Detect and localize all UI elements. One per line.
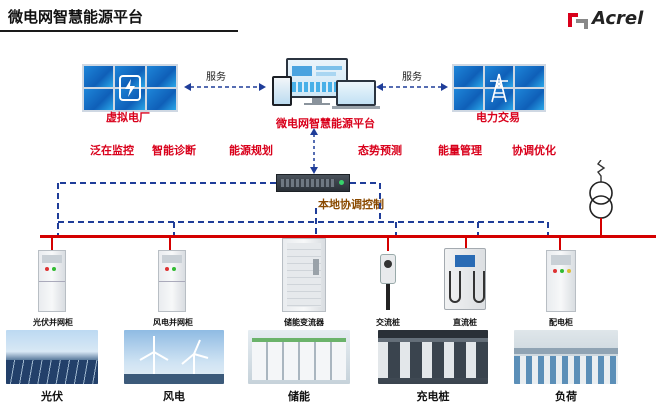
- function-planning: 能源规划: [229, 144, 273, 157]
- storage-scene-image: [248, 330, 350, 384]
- ac-busbar: [40, 235, 656, 238]
- transmission-tower-icon: [490, 73, 508, 103]
- transformer-icon: [589, 160, 613, 236]
- wind-scene-image: [124, 330, 224, 384]
- charging-scene-image: [378, 330, 488, 384]
- ac-charging-pile: [378, 254, 398, 312]
- storage-converter-label: 储能变流器: [284, 318, 324, 327]
- wind-scene-label: 风电: [163, 390, 185, 403]
- pv-cabinet-label: 光伏并网柜: [33, 318, 73, 327]
- service-label-right: 服务: [402, 72, 422, 83]
- acrel-logo: Acrel: [566, 8, 654, 32]
- wind-turbine-icon: [124, 336, 224, 384]
- function-forecast: 态势预测: [358, 144, 402, 157]
- power-trading-screen: [452, 64, 546, 112]
- dc-charging-pile: [444, 248, 486, 312]
- distribution-cabinet: [546, 250, 576, 312]
- wind-grid-cabinet: [158, 250, 186, 312]
- function-monitoring: 泛在监控: [90, 144, 134, 157]
- platform-controller-link: [310, 128, 318, 174]
- pv-scene-label: 光伏: [41, 390, 63, 403]
- logo-text: Acrel: [592, 8, 644, 29]
- platform-label: 微电网智慧能源平台: [276, 117, 375, 130]
- service-arrow-right: [376, 83, 448, 91]
- load-scene-image: [514, 330, 618, 384]
- service-arrow-left: [184, 83, 266, 91]
- virtual-plant-label: 虚拟电厂: [106, 111, 150, 124]
- storage-scene-label: 储能: [288, 390, 310, 403]
- acrel-logo-icon: [568, 13, 588, 29]
- platform-devices-illustration: [272, 58, 382, 116]
- distribution-cabinet-label: 配电柜: [549, 318, 573, 327]
- function-energy-management: 能量管理: [438, 144, 482, 157]
- pv-grid-cabinet: [38, 250, 66, 312]
- page-title: 微电网智慧能源平台: [8, 8, 144, 26]
- function-optimization: 协调优化: [512, 144, 556, 157]
- energy-storage-converter: [282, 238, 326, 312]
- communication-network: [57, 182, 549, 235]
- power-trading-label: 电力交易: [476, 111, 520, 124]
- local-controller-device: [276, 174, 350, 192]
- dc-pile-label: 直流桩: [453, 318, 477, 327]
- controller-label: 本地协调控制: [318, 198, 384, 211]
- function-diagnosis: 智能诊断: [152, 144, 196, 157]
- title-underline: [0, 30, 238, 32]
- service-label-left: 服务: [206, 72, 226, 83]
- pv-scene-image: [6, 330, 98, 384]
- virtual-plant-screen: [82, 64, 178, 112]
- charging-scene-label: 充电桩: [416, 390, 450, 403]
- ac-pile-label: 交流桩: [376, 318, 400, 327]
- wind-cabinet-label: 风电并网柜: [153, 318, 193, 327]
- load-scene-label: 负荷: [555, 390, 577, 403]
- lightning-icon: [119, 75, 141, 101]
